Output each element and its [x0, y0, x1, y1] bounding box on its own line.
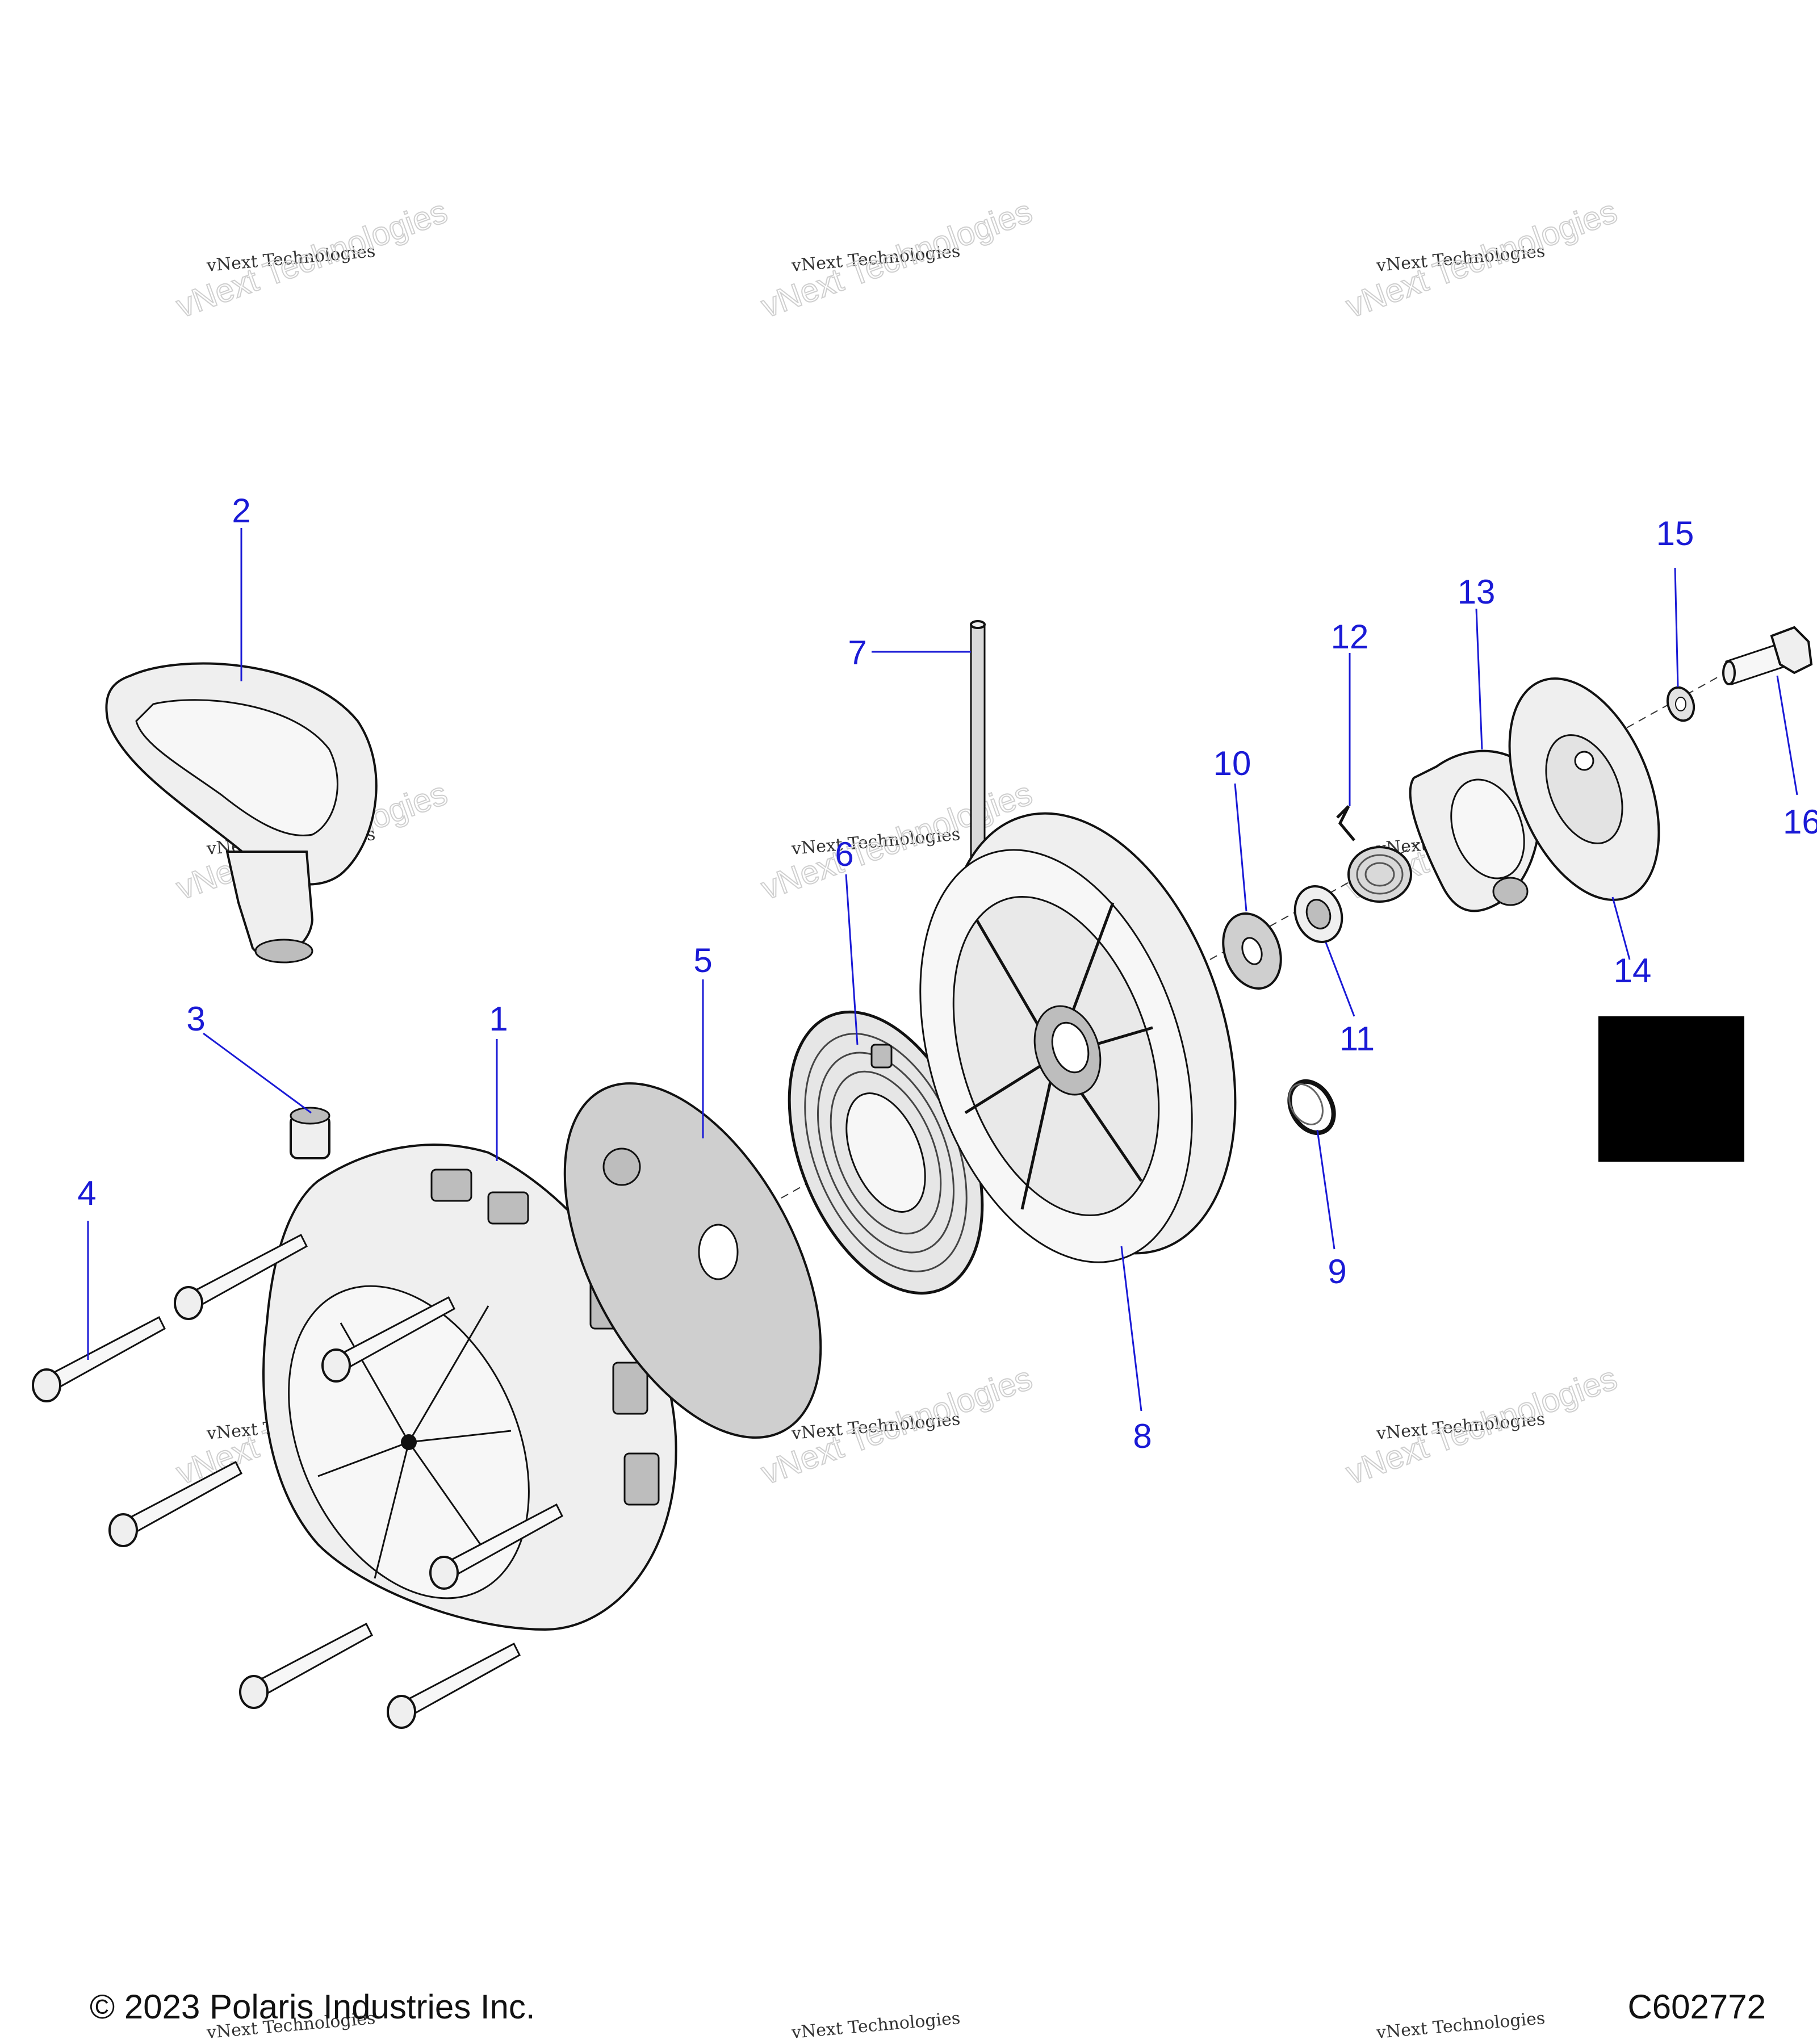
callout-16: 16: [1783, 803, 1817, 841]
bolt: [429, 1503, 563, 1590]
watermark-12: vNext Technologies: [1375, 2008, 1546, 2043]
black-box: [1598, 1016, 1744, 1162]
part-bushing: [1293, 885, 1343, 943]
callout-10: 10: [1213, 744, 1251, 782]
callout-1: 1: [489, 1000, 508, 1038]
watermark-9: vNext Technologies vNext Technologies: [1341, 1359, 1622, 1492]
part-small-spring: [1287, 1079, 1336, 1136]
part-handle: [105, 662, 378, 964]
copyright-text: © 2023 Polaris Industries Inc.: [90, 1988, 535, 2026]
part-rope: [970, 620, 986, 876]
part-pawl-spring: [1336, 805, 1412, 903]
part-hex-bolt: [1722, 626, 1813, 685]
part-washer: [1222, 912, 1282, 990]
part-plate: [563, 1082, 822, 1439]
callout-11: 11: [1339, 1020, 1375, 1058]
watermark-1: vNext Technologies vNext Technologies: [171, 192, 453, 325]
bolt: [387, 1642, 521, 1729]
callout-13: 13: [1458, 573, 1496, 611]
callout-7: 7: [848, 634, 866, 672]
part-lock-washer: [1666, 686, 1695, 722]
leader-lines: [87, 528, 1798, 1411]
bolt: [108, 1460, 242, 1547]
watermark-3: vNext Technologies vNext Technologies: [1341, 192, 1622, 325]
watermark-11: vNext Technologies: [790, 2008, 961, 2043]
callouts: 1 2 3 4 5 6 7 8 9 10 11 12 13 14 15 16: [77, 492, 1817, 1455]
part-pulley: [919, 812, 1237, 1263]
figure-code: C602772: [1627, 1988, 1766, 2026]
callout-12: 12: [1331, 618, 1369, 656]
part-bolts: [32, 1233, 563, 1729]
callout-8: 8: [1133, 1417, 1152, 1455]
callout-6: 6: [835, 835, 853, 873]
part-cover-plate: [1508, 677, 1660, 901]
watermark-text: vNext Technologies: [790, 2008, 961, 2043]
bolt: [321, 1296, 455, 1383]
callout-14: 14: [1614, 952, 1652, 990]
bolt: [32, 1316, 166, 1402]
callout-5: 5: [693, 941, 712, 979]
bolt: [239, 1622, 373, 1709]
part-plug: [290, 1107, 330, 1159]
part-ratchet: [1409, 749, 1541, 912]
callout-2: 2: [232, 492, 250, 530]
callout-3: 3: [186, 1000, 205, 1038]
bolt: [174, 1233, 308, 1320]
callout-15: 15: [1656, 514, 1694, 552]
callout-4: 4: [77, 1174, 96, 1212]
watermark-text: vNext Technologies: [1375, 2008, 1546, 2043]
callout-9: 9: [1328, 1253, 1346, 1291]
watermark-2: vNext Technologies vNext Technologies: [756, 192, 1037, 325]
